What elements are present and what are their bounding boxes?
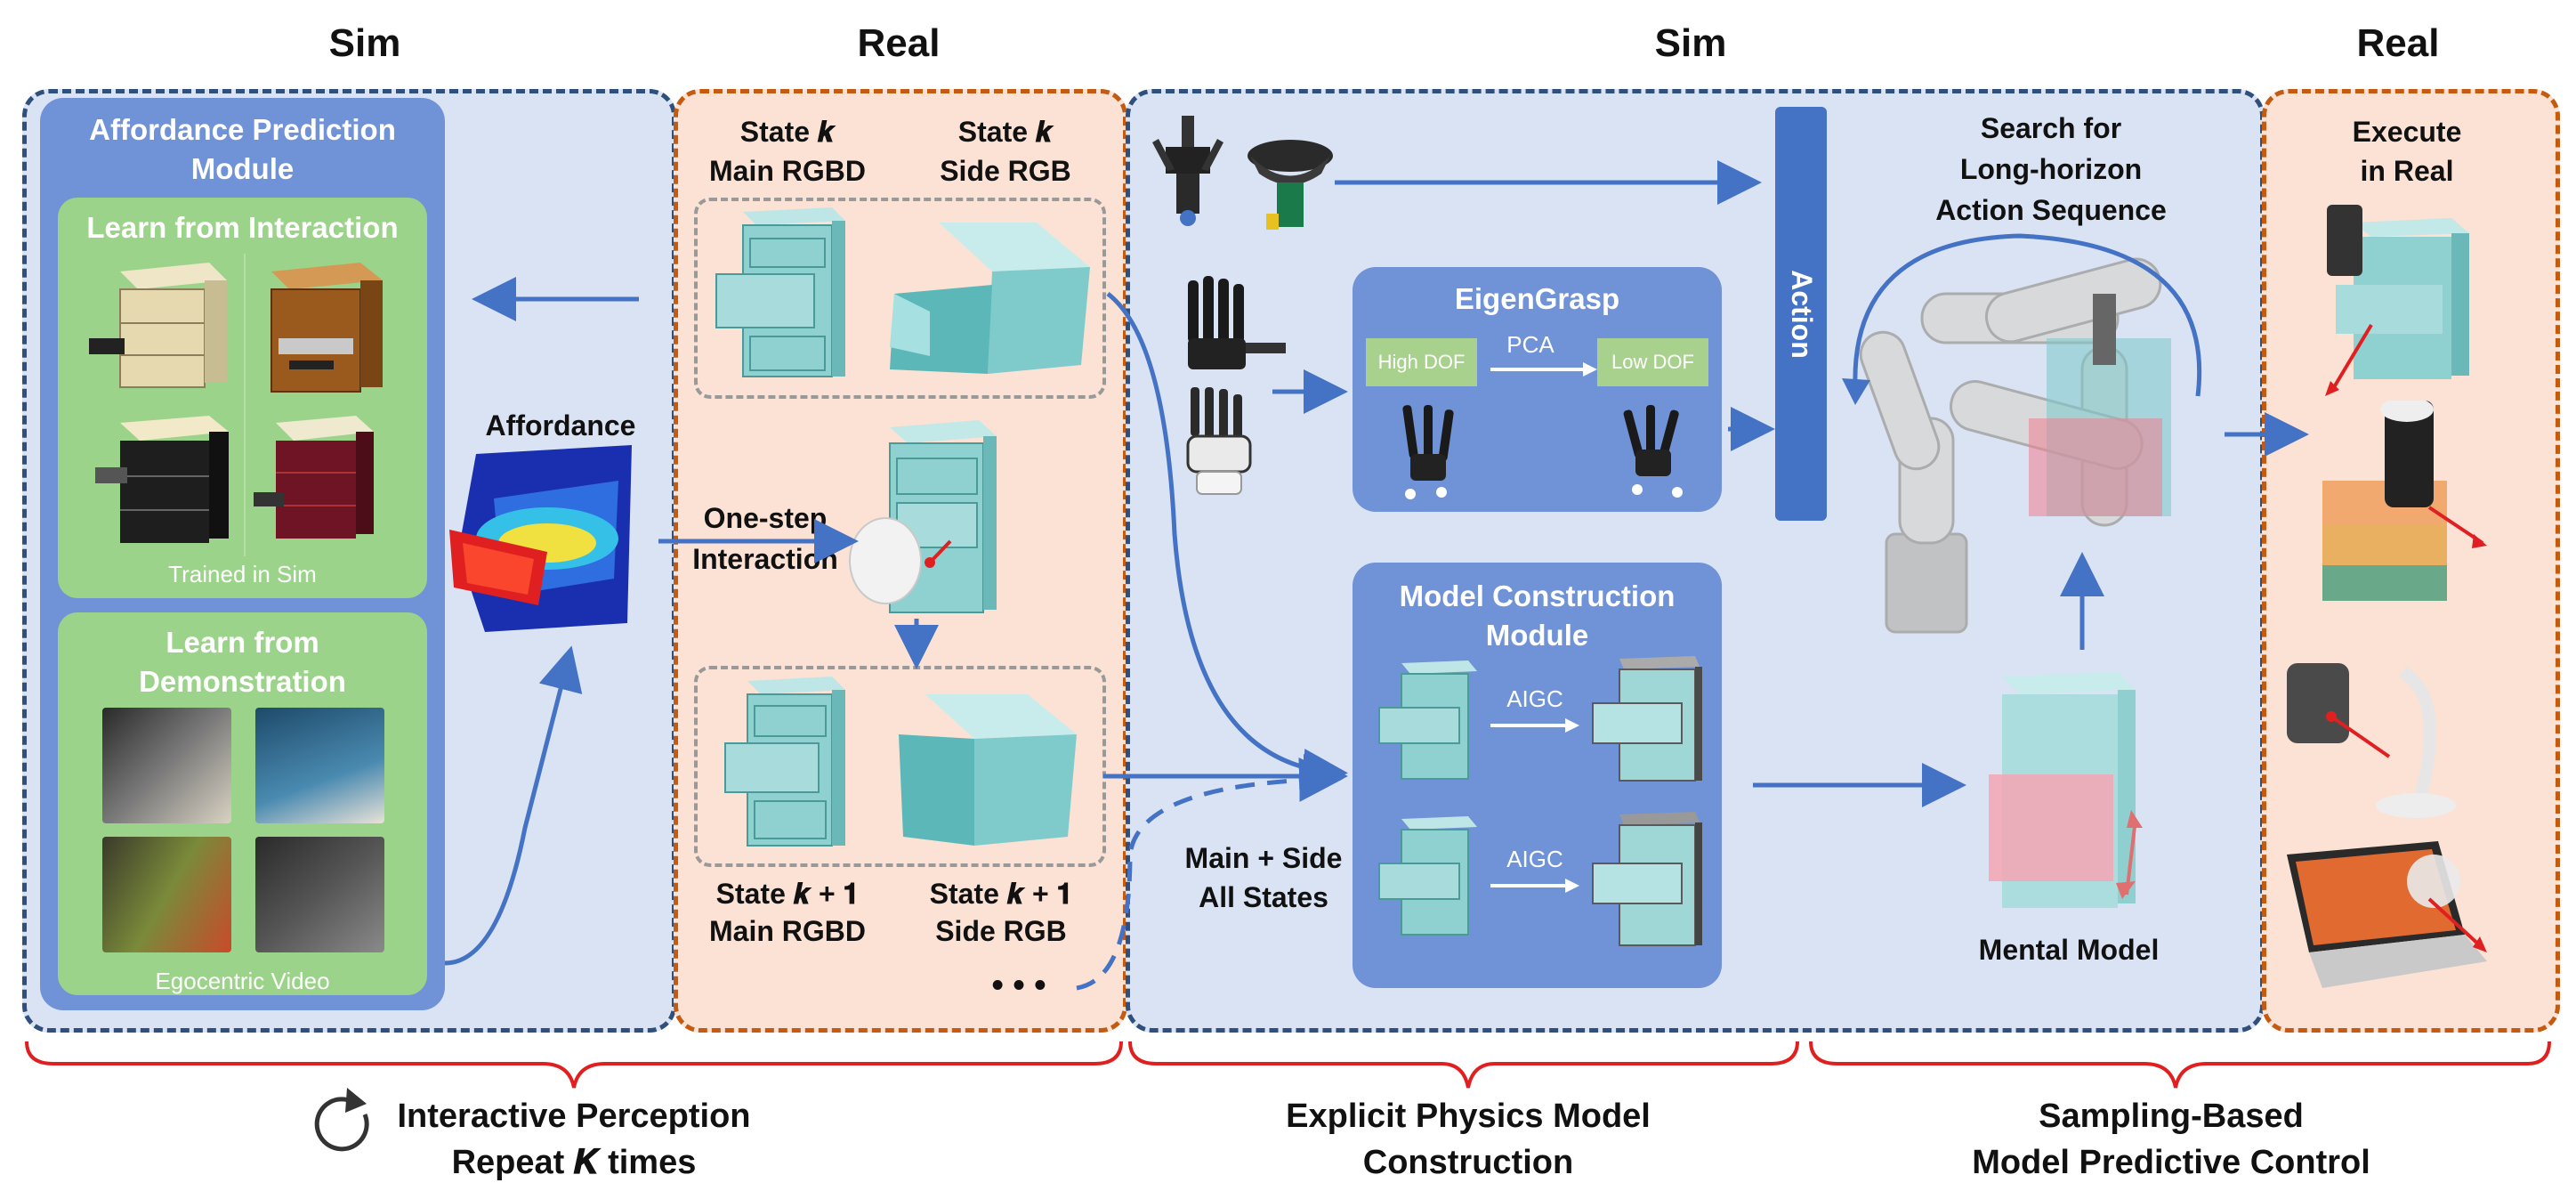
egocentric-video-frame-3 xyxy=(102,837,231,952)
affordance-module-title-1: Affordance Prediction xyxy=(89,113,396,146)
execute-label-1: Execute xyxy=(2352,116,2462,148)
ellipsis: • • • xyxy=(991,967,1046,1004)
cabinet-maroon-icon xyxy=(254,416,374,539)
aigc-output-cabinet-1 xyxy=(1592,656,1702,782)
search-label-1: Search for xyxy=(1980,112,2122,144)
arrow-state-k-to-model xyxy=(1106,292,1348,794)
mental-model-label: Mental Model xyxy=(1978,934,2160,966)
section-sampling-1: Sampling-Based xyxy=(2039,1098,2304,1135)
state-k1-side-label-1: State 𝒌 + 𝟏 xyxy=(929,878,1073,910)
search-label-3: Action Sequence xyxy=(1935,194,2167,226)
low-dof-hand-icon xyxy=(1623,405,1683,498)
state-k-main-cabinet xyxy=(715,207,845,377)
egocentric-video-frame-1 xyxy=(102,708,231,823)
state-k-side-cabinet xyxy=(890,223,1090,374)
state-k-side-label-1: State 𝒌 xyxy=(957,116,1054,148)
state-k-box xyxy=(694,198,1106,399)
search-label-2: Long-horizon xyxy=(1959,153,2143,185)
high-dof-box: High DOF xyxy=(1366,338,1477,386)
robot-arm-search-icon xyxy=(1859,257,2171,634)
section-interactive-2: Repeat 𝑲 times xyxy=(451,1144,697,1181)
cabinet-wood-icon xyxy=(271,263,383,393)
header-real-left: Real xyxy=(857,21,941,65)
aigc-output-cabinet-2 xyxy=(1592,812,1702,946)
section-sampling-2: Model Predictive Control xyxy=(1972,1144,2370,1181)
affordance-label: Affordance xyxy=(485,409,636,442)
aigc-input-cabinet-2 xyxy=(1378,816,1477,936)
aigc-label-1: AIGC xyxy=(1506,685,1563,712)
learn-from-interaction-title: Learn from Interaction xyxy=(86,211,399,244)
state-k1-main-label-1: State 𝒌 + 𝟏 xyxy=(715,878,860,910)
learn-from-demonstration-title-2: Demonstration xyxy=(139,665,346,698)
parallel-gripper-icon xyxy=(1152,116,1223,226)
state-k1-main-label-2: Main RGBD xyxy=(709,915,866,947)
real-execution-boxes xyxy=(2322,401,2487,601)
brace-sampling xyxy=(1809,1041,2551,1089)
affordance-module-title-2: Module xyxy=(190,152,295,185)
pca-arrow xyxy=(1490,362,1597,377)
trained-in-sim-caption: Trained in Sim xyxy=(168,561,317,587)
high-dof-hand-icon xyxy=(1402,405,1454,499)
affordance-heatmap xyxy=(449,445,632,632)
state-k-side-label-2: Side RGB xyxy=(940,155,1071,187)
pca-label: PCA xyxy=(1506,331,1554,358)
aigc-arrow-1 xyxy=(1490,718,1579,733)
aigc-arrow-2 xyxy=(1490,879,1579,893)
egocentric-video-frame-2 xyxy=(255,708,384,823)
main-side-label-2: All States xyxy=(1199,881,1328,913)
header-sim-mid: Sim xyxy=(1654,21,1727,65)
model-construction-title-2: Module xyxy=(1485,619,1589,652)
egocentric-video-frame-4 xyxy=(255,837,384,952)
model-construction-title-1: Model Construction xyxy=(1399,579,1676,612)
real-execution-laptop xyxy=(2287,841,2487,988)
brace-explicit xyxy=(1128,1041,1799,1089)
mental-model-cabinet xyxy=(1989,672,2143,908)
one-step-label-1: One-step xyxy=(703,502,828,534)
aigc-label-2: AIGC xyxy=(1506,846,1563,872)
low-dof-box: Low DOF xyxy=(1597,338,1708,386)
brace-interactive xyxy=(25,1041,1123,1089)
cabinet-black-icon xyxy=(95,416,229,543)
suction-gripper-icon xyxy=(1248,140,1333,230)
one-step-interaction-cabinet xyxy=(849,420,997,613)
aigc-input-cabinet-1 xyxy=(1378,660,1477,780)
state-k1-main-cabinet xyxy=(724,677,845,847)
section-interactive-1: Interactive Perception xyxy=(397,1098,751,1135)
state-k-main-label-1: State 𝒌 xyxy=(739,116,836,148)
real-execution-cabinet xyxy=(2325,205,2469,396)
egocentric-video-caption: Egocentric Video xyxy=(155,968,330,994)
eigengrasp-title: EigenGrasp xyxy=(1454,282,1620,315)
state-k1-side-label-2: Side RGB xyxy=(935,915,1067,947)
robot-hand-icon xyxy=(1188,276,1286,369)
search-loop-arrow xyxy=(1842,233,2202,405)
repeat-refresh-icon xyxy=(314,1097,369,1152)
cabinet-cream-icon xyxy=(89,263,227,388)
real-execution-lamp xyxy=(2287,663,2456,818)
header-sim-left: Sim xyxy=(328,21,401,65)
arrow-video-to-affordance xyxy=(444,645,583,966)
dexterous-hand-icon xyxy=(1186,387,1252,495)
main-side-label-1: Main + Side xyxy=(1184,842,1343,874)
execute-label-2: in Real xyxy=(2360,155,2454,187)
section-explicit-2: Construction xyxy=(1362,1144,1574,1181)
action-bar xyxy=(1775,107,1827,521)
one-step-label-2: Interaction xyxy=(692,543,838,575)
header-real-right: Real xyxy=(2356,21,2440,65)
interaction-cabinets xyxy=(89,254,383,556)
arrow-all-states-to-model xyxy=(1076,757,1344,991)
section-explicit-1: Explicit Physics Model xyxy=(1286,1098,1651,1135)
state-k1-side-cabinet xyxy=(899,694,1077,846)
state-k-main-label-2: Main RGBD xyxy=(709,155,866,187)
learn-from-demonstration-title-1: Learn from xyxy=(166,626,319,659)
